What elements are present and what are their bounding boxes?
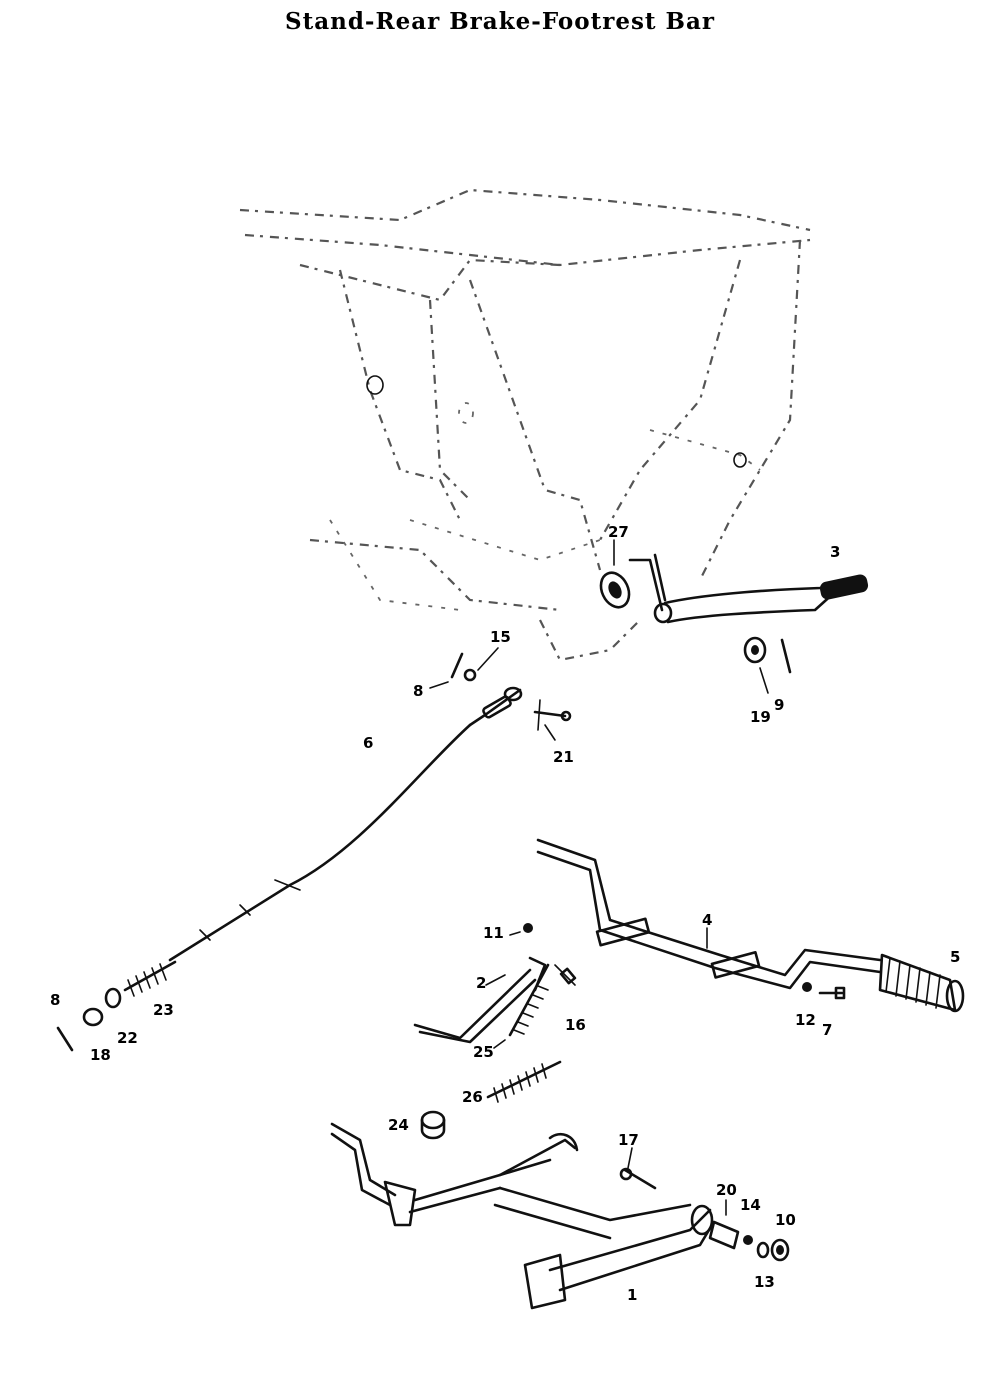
- callout-18: 18: [90, 1046, 111, 1064]
- callout-21: 21: [553, 748, 574, 766]
- callout-7: 7: [822, 1021, 832, 1039]
- callout-22: 22: [117, 1029, 138, 1047]
- frame-mount-hole: [366, 375, 384, 395]
- main-stand: [330, 1122, 714, 1310]
- cotter-pin: [56, 1026, 74, 1052]
- frame-mount-hole: [733, 452, 747, 468]
- split-pin: [780, 638, 792, 674]
- clevis-pin: [463, 668, 477, 682]
- callout-10: 10: [775, 1211, 796, 1229]
- callout-3: 3: [830, 543, 840, 561]
- main-stand-spring: [486, 1060, 562, 1103]
- frame-outline: [239, 188, 811, 662]
- callout-26: 26: [462, 1088, 483, 1106]
- callout-1: 1: [627, 1286, 637, 1304]
- callout-13: 13: [754, 1273, 775, 1291]
- washer: [743, 1235, 753, 1245]
- frame-mount-hole: [458, 402, 474, 424]
- callout-5: 5: [950, 948, 960, 966]
- brake-rod-spring: [123, 960, 177, 997]
- nut: [802, 982, 812, 992]
- rear-brake-pedal: [628, 553, 869, 624]
- callout-8-upper: 8: [413, 682, 423, 700]
- washer: [756, 1241, 770, 1259]
- callout-12: 12: [795, 1011, 816, 1029]
- callout-labels: 27 3 15 8 19 9 6 21 11 4 5 2 8 23 12 7 1…: [50, 523, 960, 1304]
- rear-brake-rod: [168, 686, 523, 962]
- pivot-collar: [708, 1220, 740, 1250]
- callout-6: 6: [363, 734, 373, 752]
- footrest-bar: [536, 838, 882, 990]
- callout-4: 4: [702, 911, 712, 929]
- nut: [523, 923, 533, 933]
- callout-27: 27: [608, 523, 629, 541]
- callout-17: 17: [618, 1131, 639, 1149]
- bolt: [818, 986, 846, 1000]
- cap-nut: [770, 1238, 790, 1262]
- callout-19: 19: [750, 708, 771, 726]
- side-stand-bolt: [554, 964, 577, 986]
- adjusting-nut: [82, 1007, 104, 1027]
- diagram-title: Stand-Rear Brake-Footrest Bar: [284, 8, 715, 35]
- cotter-pin: [450, 652, 464, 679]
- washer: [743, 636, 767, 664]
- callout-11: 11: [483, 924, 504, 942]
- callout-24: 24: [388, 1116, 409, 1134]
- callout-25: 25: [473, 1043, 494, 1061]
- side-stand-spring: [508, 963, 550, 1037]
- callout-16: 16: [565, 1016, 586, 1034]
- stand-collar: [420, 1110, 446, 1140]
- callout-15: 15: [490, 628, 511, 646]
- brake-rod-nut: [104, 987, 122, 1009]
- stand-pivot-bolt: [619, 1167, 657, 1190]
- callout-23: 23: [153, 1001, 174, 1019]
- footrest-rubber: [878, 953, 965, 1013]
- side-stand: [413, 956, 547, 1044]
- callout-14: 14: [740, 1196, 761, 1214]
- brake-pedal-pivot-collar: [599, 571, 631, 609]
- callout-20: 20: [716, 1181, 737, 1199]
- callout-8-lower: 8: [50, 991, 60, 1009]
- callout-9: 9: [774, 696, 784, 714]
- leader-lines: [429, 539, 769, 1216]
- bolt: [533, 699, 572, 731]
- callout-2: 2: [476, 974, 486, 992]
